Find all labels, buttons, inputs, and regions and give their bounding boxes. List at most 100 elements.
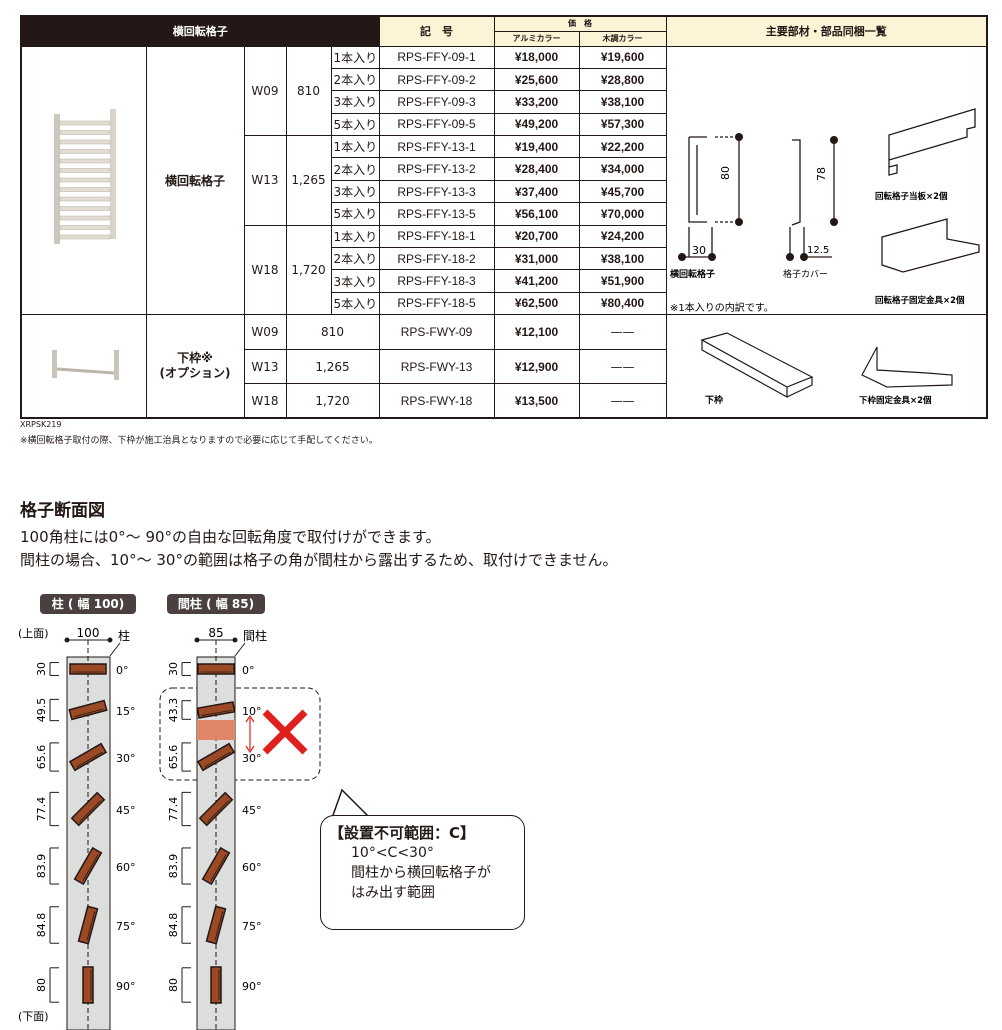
dim-30: 30 <box>692 244 706 257</box>
angle-label: 60° <box>242 861 262 874</box>
price-wood: ¥22,200 <box>578 135 667 159</box>
product-name: 横回転格子 <box>145 45 245 316</box>
height-dimension-label: 43.3 <box>167 698 180 723</box>
price-wood: ¥57,300 <box>578 112 667 137</box>
catalog-code: XRPSK219 <box>20 420 62 429</box>
forbidden-range-area <box>197 720 235 740</box>
section-title: 格子断面図 <box>20 501 105 521</box>
forbidden-zone-box <box>159 687 321 781</box>
angle-label: 0° <box>116 664 129 677</box>
header-product: 横回転格子 <box>20 15 380 47</box>
width-code: W18 <box>243 224 287 316</box>
callout-line: はみ出す範囲 <box>351 885 435 901</box>
header-parts: 主要部材・部品同梱一覧 <box>665 15 988 47</box>
header-alu: アルミカラー <box>493 30 580 47</box>
range-arrow <box>245 714 255 754</box>
price-wood: ¥51,900 <box>578 269 667 293</box>
forbidden-range-callout: 【設置不可範囲：C】 10°<C<30° 間柱から横回転格子が はみ出す範囲 <box>320 815 525 930</box>
parts-drawing: 80 30 78 12.5 横回転格子 格子カバー 回転格子当板×2個 回転格子… <box>670 107 980 314</box>
section-desc-1: 100角柱には0°～ 90°の自由な回転角度で取付けができます。 <box>20 528 441 546</box>
quantity: 2本入り <box>330 157 380 181</box>
angle-label: 75° <box>242 920 262 933</box>
post-name-label: 柱 <box>118 628 130 643</box>
dim-78: 78 <box>815 167 828 181</box>
dimension-dot <box>64 637 70 643</box>
height-dimension-label: 77.4 <box>35 797 48 822</box>
lattice-image <box>53 108 116 244</box>
lattice-photo <box>20 45 147 316</box>
quantity: 3本入り <box>330 269 380 293</box>
quantity: 3本入り <box>330 90 380 114</box>
height-dimension-label: 77.4 <box>167 797 180 822</box>
angle-label: 0° <box>242 664 255 677</box>
angle-label: 30° <box>116 752 136 765</box>
callout-range: 10°<C<30° <box>351 845 434 861</box>
slat-section <box>210 966 222 1004</box>
slat-section <box>196 742 236 772</box>
width-code: W13 <box>243 135 287 226</box>
dimension-dot <box>194 637 200 643</box>
price-wood: —— <box>578 383 667 419</box>
label-frame: 下枠 <box>705 394 723 406</box>
parts-cell: 80 30 78 12.5 横回転格子 格子カバー 回転格子当板×2個 回転格子… <box>665 45 988 316</box>
slat-section <box>197 663 235 675</box>
angle-label: 15° <box>116 705 136 718</box>
price-wood: ¥34,000 <box>578 157 667 181</box>
height-dimension-label: 84.8 <box>167 913 180 938</box>
slat-section <box>68 742 108 772</box>
price-alu: ¥12,100 <box>493 314 580 350</box>
angle-label: 45° <box>116 804 136 817</box>
angle-label: 75° <box>116 920 136 933</box>
product-code: RPS-FWY-13 <box>378 348 495 385</box>
price-wood: ¥28,800 <box>578 67 667 92</box>
frame-parts-drawing: 下枠 下枠固定金具×2個 <box>699 332 953 406</box>
post-name-label: 間柱 <box>243 628 267 643</box>
angle-label: 90° <box>242 980 262 993</box>
slat-section <box>77 905 99 945</box>
option-name-line1: 下枠※ <box>177 351 213 366</box>
height-dimension-label: 84.8 <box>35 913 48 938</box>
width-size: 1,720 <box>285 224 332 316</box>
callout-pointer <box>330 788 372 819</box>
quantity: 5本入り <box>330 291 380 316</box>
frame-photo <box>20 314 147 419</box>
quantity: 2本入り <box>330 247 380 271</box>
dimension-dot <box>232 637 238 643</box>
label-plate: 回転格子当板×2個 <box>875 191 948 202</box>
product-code: RPS-FFY-13-3 <box>378 179 495 204</box>
product-code: RPS-FFY-18-3 <box>378 269 495 293</box>
slat-section <box>196 701 236 719</box>
callout-line: 間柱から横回転格子が <box>351 865 491 881</box>
slat-section <box>205 905 227 945</box>
footnote: ※横回転格子取付の際、下枠が施工治具となりますので必要に応じて手配してください。 <box>20 436 378 446</box>
height-dimension-label: 83.9 <box>167 854 180 879</box>
height-dimension-label: 30 <box>167 662 180 676</box>
angle-label: 30° <box>242 752 262 765</box>
product-code: RPS-FFY-09-5 <box>378 112 495 137</box>
top-view-label: (上面) <box>18 627 49 640</box>
product-code: RPS-FWY-18 <box>378 383 495 419</box>
slat-section <box>68 699 108 721</box>
angle-label: 60° <box>116 861 136 874</box>
price-wood: ¥38,100 <box>578 247 667 271</box>
height-dimension-label: 65.6 <box>167 745 180 770</box>
angle-label: 90° <box>116 980 136 993</box>
slat-section <box>70 791 106 827</box>
label-cover: 格子カバー <box>783 268 828 280</box>
callout-title: 【設置不可範囲：C】 <box>329 824 476 842</box>
quantity: 5本入り <box>330 112 380 137</box>
product-code: RPS-FWY-09 <box>378 314 495 350</box>
price-wood: ¥24,200 <box>578 224 667 249</box>
frame-image <box>51 349 119 380</box>
post-label-85: 間柱 ( 幅 85) <box>167 594 265 614</box>
slat-section <box>69 663 107 675</box>
product-code: RPS-FFY-18-1 <box>378 224 495 249</box>
height-dimension-label: 30 <box>35 662 48 676</box>
angle-label: 45° <box>242 804 262 817</box>
price-alu: ¥31,000 <box>493 247 580 271</box>
